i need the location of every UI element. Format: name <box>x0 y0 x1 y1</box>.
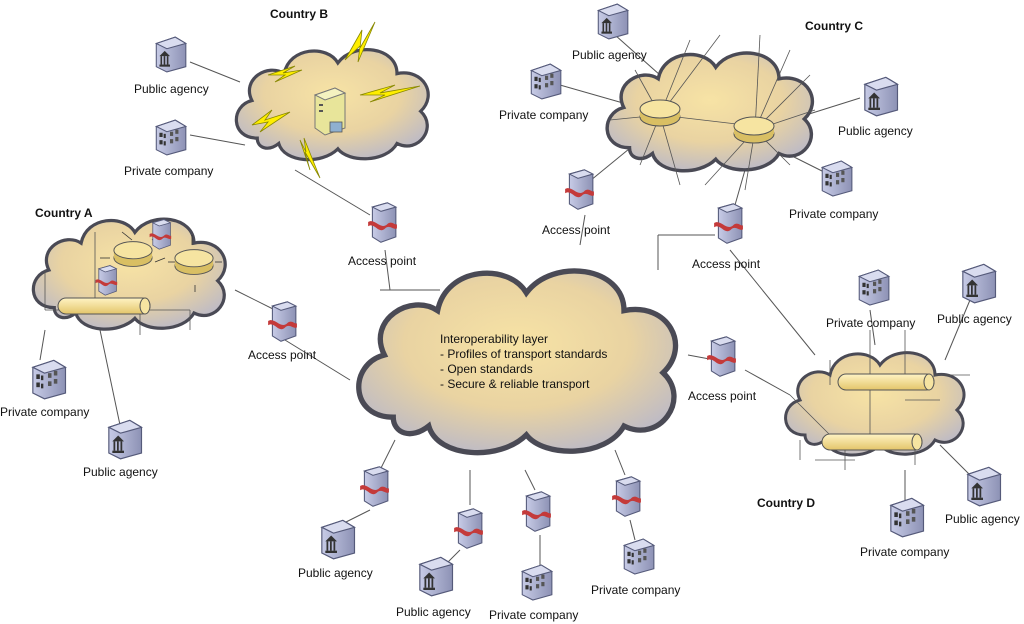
public-agency-label: Public agency <box>937 312 1012 326</box>
server-icon <box>453 508 484 549</box>
agency-icon <box>419 556 454 597</box>
agency-icon <box>962 263 997 304</box>
country-b-label: Country B <box>270 7 328 21</box>
private-company-label: Private company <box>124 164 213 178</box>
pipe-icon <box>821 433 923 451</box>
building-icon <box>623 538 655 575</box>
public-agency-label: Public agency <box>134 82 209 96</box>
agency-icon <box>864 76 899 117</box>
country-d-cloud <box>786 330 970 470</box>
database-icon <box>113 241 153 267</box>
public-agency-label: Public agency <box>83 465 158 479</box>
access-point-label: Access point <box>692 257 761 271</box>
agency-icon <box>967 466 1002 507</box>
public-agency-label: Public agency <box>838 124 913 138</box>
private-company-label: Private company <box>789 207 878 221</box>
database-icon <box>733 116 775 144</box>
core-item-2: - Open standards <box>440 362 533 376</box>
agency-icon <box>597 3 629 40</box>
pipe-icon <box>837 373 935 391</box>
building-icon <box>155 119 187 156</box>
building-icon <box>890 497 925 538</box>
connection-lines <box>39 34 976 566</box>
database-icon <box>639 99 681 127</box>
server-icon <box>149 219 172 250</box>
agency-icon <box>155 36 187 73</box>
access-point-label: Access point <box>688 389 757 403</box>
server-icon <box>713 203 744 244</box>
core-cloud: Interoperability layer - Profiles of tra… <box>359 271 676 453</box>
public-agency-label: Public agency <box>572 48 647 62</box>
access-point-label: Access point <box>348 254 417 268</box>
private-company-label: Private company <box>860 545 949 559</box>
agency-icon <box>321 519 356 560</box>
lightning-icon <box>251 21 421 179</box>
public-agency-label: Public agency <box>396 605 471 619</box>
country-a-label: Country A <box>35 206 93 220</box>
private-company-label: Private company <box>489 608 578 622</box>
database-icon <box>174 249 214 275</box>
country-a-cloud <box>31 217 228 335</box>
cloud-icon <box>607 53 812 171</box>
server-icon <box>267 301 298 342</box>
private-company-label: Private company <box>826 316 915 330</box>
country-c-cloud <box>607 34 816 191</box>
country-c-label: Country C <box>805 19 863 33</box>
public-agency-label: Public agency <box>298 566 373 580</box>
private-company-label: Private company <box>0 405 89 419</box>
agency-icon <box>108 419 143 460</box>
building-icon <box>32 359 67 400</box>
private-company-label: Private company <box>591 583 680 597</box>
core-title: Interoperability layer <box>440 332 548 346</box>
server-icon <box>367 202 398 243</box>
building-icon <box>521 564 553 601</box>
server-icon <box>706 336 737 377</box>
country-b-cloud <box>236 21 428 179</box>
server-icon <box>359 466 390 507</box>
access-point-label: Access point <box>248 348 317 362</box>
server-icon <box>521 491 552 532</box>
server-icon <box>313 87 347 136</box>
core-item-3: - Secure & reliable transport <box>440 377 590 391</box>
building-icon <box>821 160 853 197</box>
server-icon <box>611 476 642 517</box>
core-item-1: - Profiles of transport standards <box>440 347 607 361</box>
pipe-icon <box>57 297 151 315</box>
public-agency-label: Public agency <box>945 512 1020 526</box>
building-icon <box>858 269 890 306</box>
access-point-label: Access point <box>542 223 611 237</box>
server-icon <box>564 169 595 210</box>
country-d-label: Country D <box>757 496 815 510</box>
private-company-label: Private company <box>499 108 588 122</box>
server-icon <box>95 265 118 296</box>
building-icon <box>530 63 562 100</box>
